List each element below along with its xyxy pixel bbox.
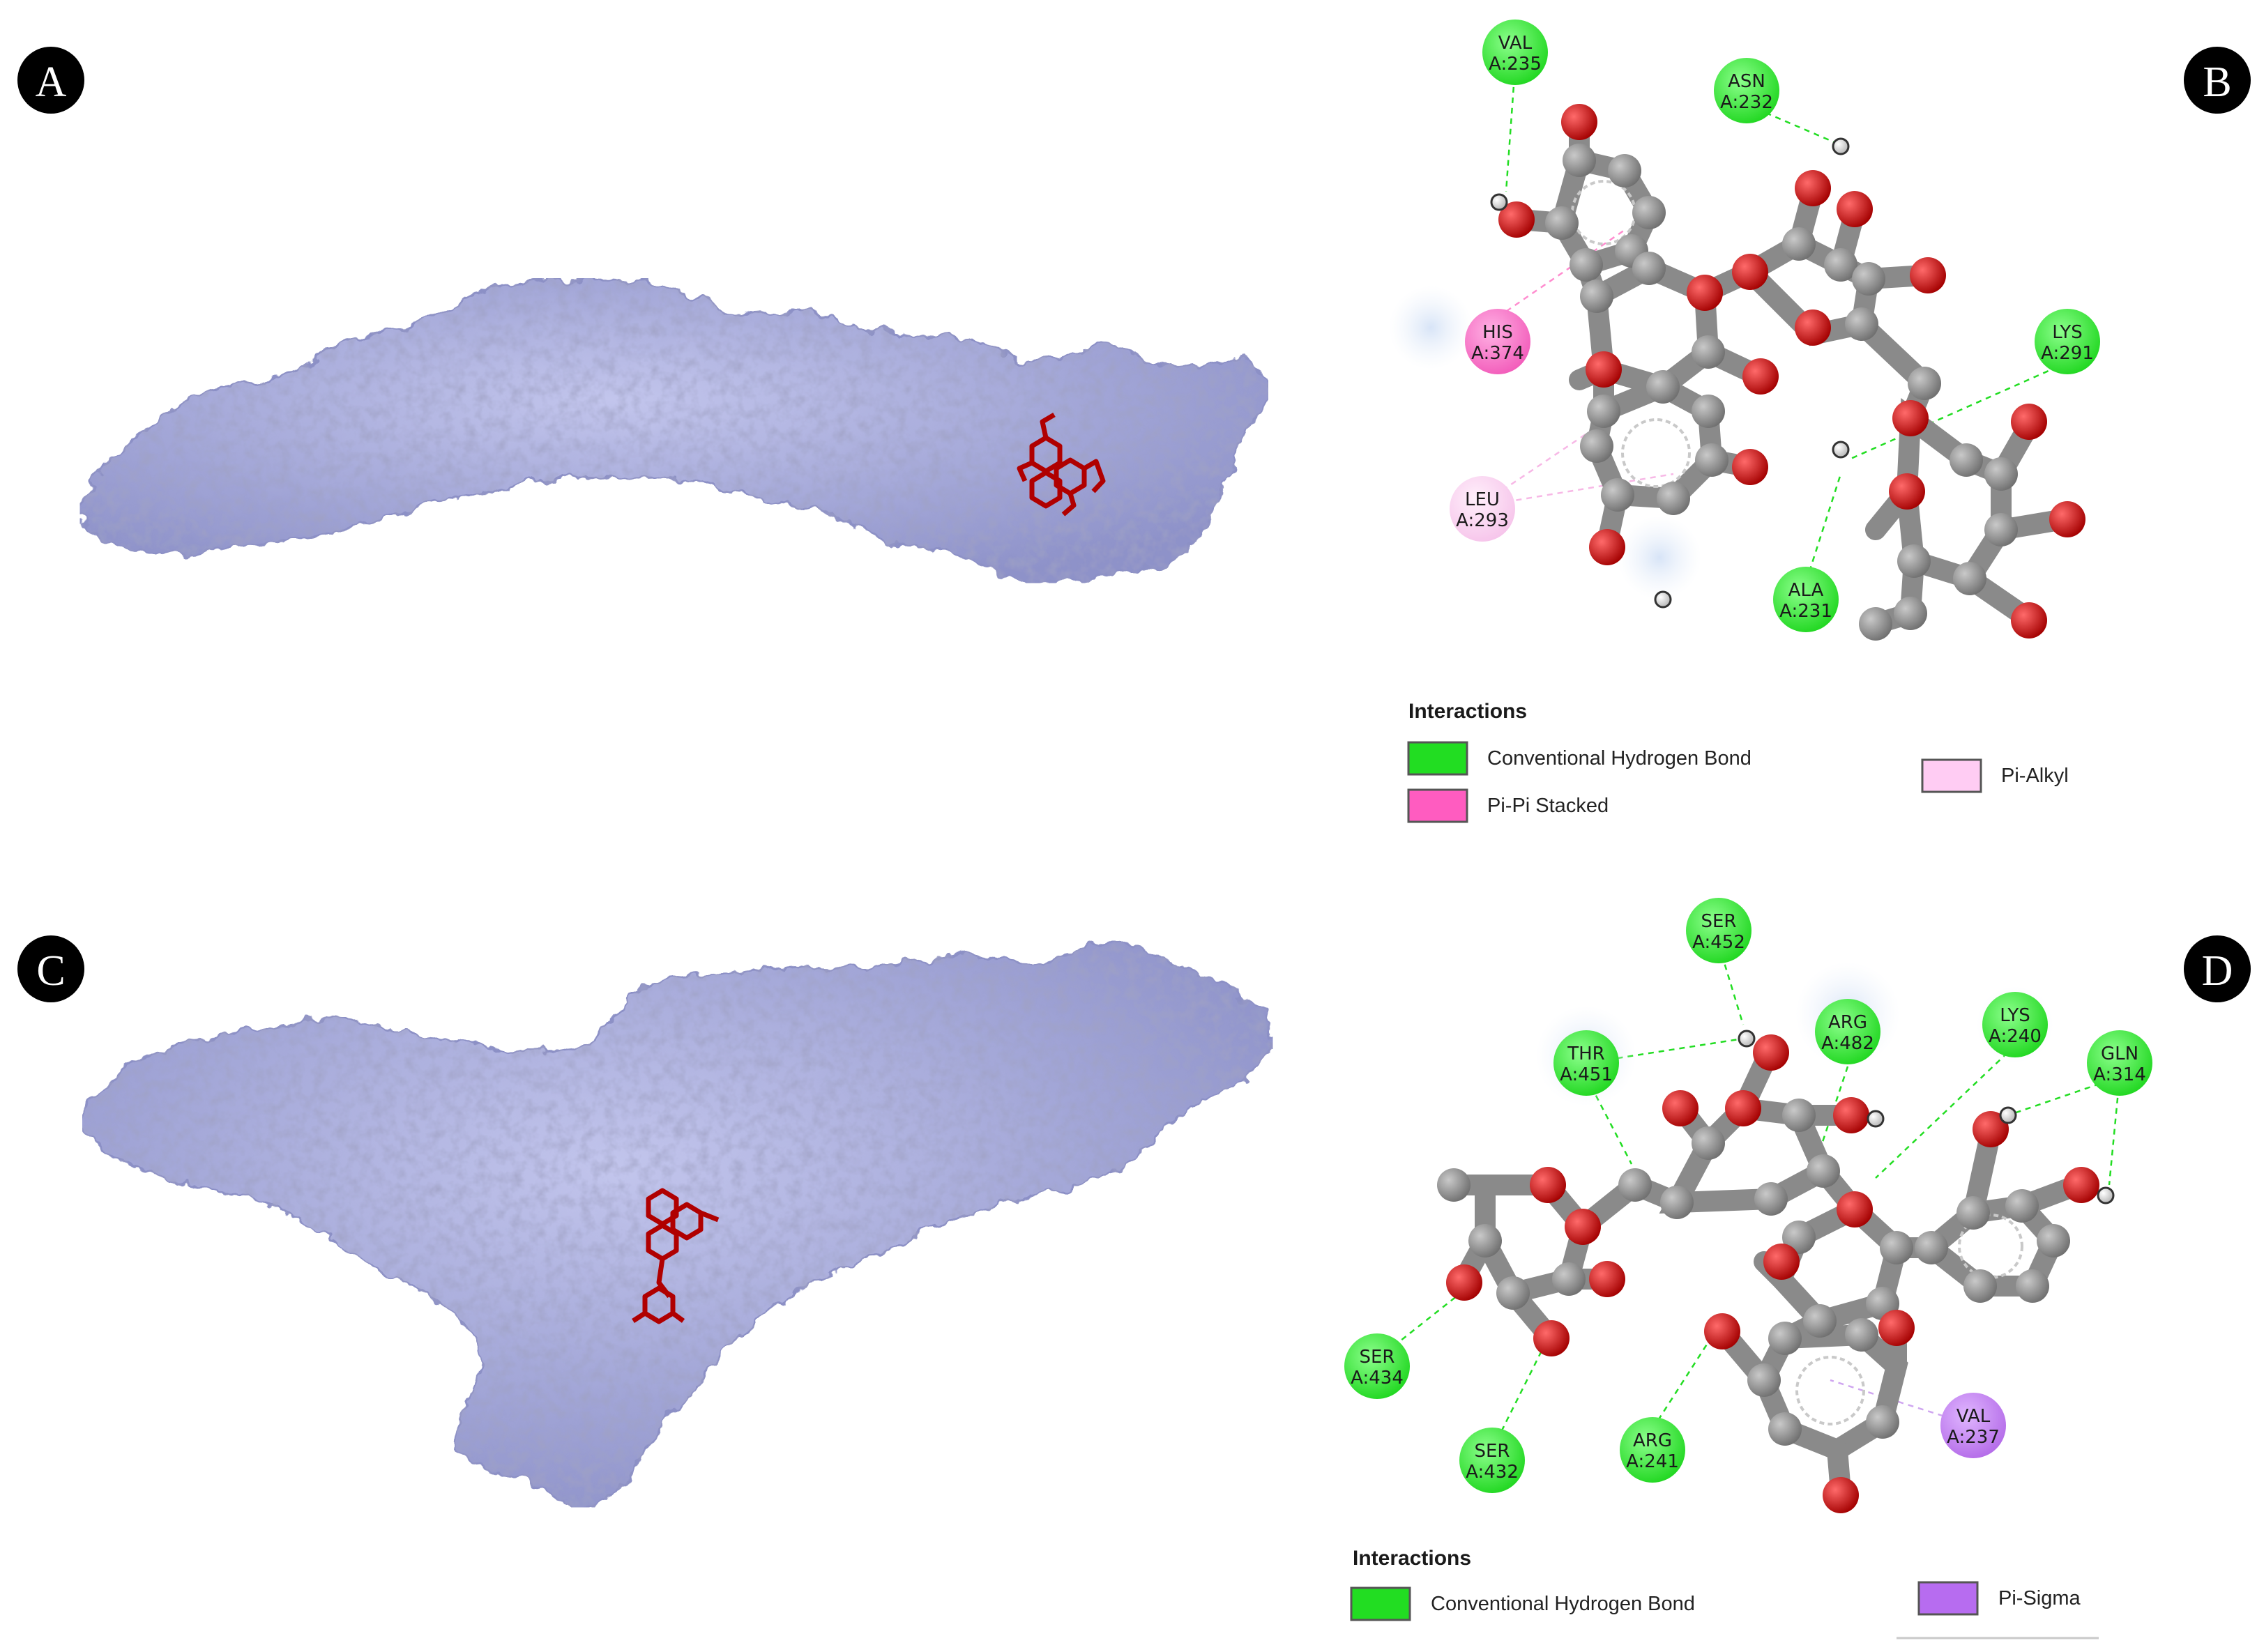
hydrogen-atoms-b: [1490, 137, 1850, 609]
svg-text:A:452: A:452: [1692, 932, 1745, 953]
svg-text:A:235: A:235: [1489, 54, 1542, 75]
residue-lys-240: LYS A:240: [1982, 992, 2048, 1057]
interaction-lines-b: [1484, 66, 2068, 572]
svg-text:Conventional Hydrogen Bond: Conventional Hydrogen Bond: [1431, 1593, 1695, 1615]
svg-text:A:451: A:451: [1560, 1064, 1613, 1085]
svg-text:A:314: A:314: [2093, 1064, 2146, 1085]
svg-text:A:232: A:232: [1720, 92, 1773, 113]
svg-text:A:241: A:241: [1626, 1451, 1679, 1472]
svg-text:B: B: [2203, 59, 2231, 106]
svg-text:LYS: LYS: [2000, 1005, 2030, 1026]
svg-text:A:434: A:434: [1351, 1368, 1404, 1389]
svg-text:SER: SER: [1360, 1347, 1395, 1368]
svg-text:ASN: ASN: [1728, 71, 1765, 92]
svg-text:HIS: HIS: [1482, 322, 1513, 343]
panel-letter-b: B: [2184, 47, 2251, 114]
residue-lys-291: LYS A:291: [2035, 309, 2100, 374]
residue-ser-452: SER A:452: [1686, 898, 1751, 963]
residue-gln-314: GLN A:314: [2087, 1030, 2152, 1096]
halo: [1389, 286, 1473, 369]
svg-text:GLN: GLN: [2101, 1043, 2138, 1064]
svg-text:ARG: ARG: [1828, 1012, 1867, 1033]
residue-ser-432: SER A:432: [1459, 1428, 1525, 1493]
residue-asn-232: ASN A:232: [1714, 58, 1779, 123]
protein-surface-c: [81, 940, 1274, 1508]
residue-his-374: HIS A:374: [1465, 309, 1530, 374]
residue-ala-231: ALA A:231: [1773, 567, 1839, 632]
svg-text:LEU: LEU: [1465, 489, 1500, 510]
svg-text:A:374: A:374: [1471, 343, 1524, 364]
svg-text:ALA: ALA: [1788, 580, 1824, 601]
svg-text:Pi-Alkyl: Pi-Alkyl: [2001, 765, 2069, 787]
svg-text:A:293: A:293: [1456, 510, 1509, 531]
panel-letter-d: D: [2184, 935, 2251, 1002]
svg-text:Conventional Hydrogen Bond: Conventional Hydrogen Bond: [1487, 747, 1751, 770]
svg-text:SER: SER: [1701, 911, 1737, 932]
residue-val-235: VAL A:235: [1482, 20, 1548, 85]
legend-b: Interactions Conventional Hydrogen Bond …: [1407, 700, 2069, 823]
svg-text:LYS: LYS: [2052, 322, 2082, 343]
legend-d: Interactions Conventional Hydrogen Bond …: [1350, 1547, 2099, 1639]
svg-text:D: D: [2202, 947, 2233, 995]
svg-text:ARG: ARG: [1633, 1430, 1672, 1451]
bound-ligand-c: [632, 1188, 720, 1324]
protein-surface-a: [79, 277, 1269, 584]
svg-text:A:291: A:291: [2041, 343, 2094, 364]
residue-val-237: VAL A:237: [1940, 1393, 2006, 1458]
carbon-atoms-d: [1437, 1099, 2070, 1446]
residue-arg-482: ARG A:482: [1815, 999, 1880, 1064]
legend-item-hbond: Conventional Hydrogen Bond: [1407, 741, 1751, 776]
svg-text:C: C: [36, 947, 65, 995]
panel-b: B: [1389, 20, 2251, 823]
panel-d: D: [1344, 898, 2251, 1639]
legend-item-pi-alkyl: Pi-Alkyl: [1921, 758, 2069, 793]
hydrogen-atoms-d: [1738, 1030, 2115, 1204]
svg-text:A:432: A:432: [1466, 1462, 1519, 1483]
svg-text:VAL: VAL: [1498, 33, 1533, 54]
panel-letter-a: A: [17, 47, 84, 114]
svg-text:A:482: A:482: [1821, 1033, 1874, 1054]
residue-arg-241: ARG A:241: [1620, 1417, 1685, 1483]
svg-text:Pi-Sigma: Pi-Sigma: [1998, 1587, 2081, 1609]
residue-leu-293: LEU A:293: [1450, 476, 1515, 542]
legend-item-hbond: Conventional Hydrogen Bond: [1350, 1586, 1695, 1621]
legend-item-pi-sigma: Pi-Sigma: [1917, 1581, 2081, 1616]
legend-title: Interactions: [1408, 700, 1527, 723]
svg-text:THR: THR: [1567, 1043, 1605, 1064]
residue-thr-451: THR A:451: [1553, 1030, 1619, 1096]
halo: [1618, 516, 1701, 599]
legend-item-pi-pi-stacked: Pi-Pi Stacked: [1407, 788, 1609, 823]
panel-a: A: [17, 47, 1269, 584]
svg-text:A:240: A:240: [1989, 1026, 2042, 1047]
bound-ligand-a: [1017, 412, 1106, 517]
svg-text:SER: SER: [1475, 1441, 1510, 1462]
carbon-atoms-b: [1545, 144, 2018, 641]
svg-text:A:237: A:237: [1947, 1427, 2000, 1448]
panel-letter-c: C: [17, 935, 84, 1002]
oxygen-atoms-d: [1446, 1034, 2099, 1513]
panel-c: C: [17, 935, 1274, 1508]
svg-text:Pi-Pi Stacked: Pi-Pi Stacked: [1487, 795, 1609, 817]
svg-text:VAL: VAL: [1956, 1406, 1991, 1427]
svg-text:A: A: [36, 59, 67, 106]
legend-title: Interactions: [1353, 1547, 1471, 1570]
aromatic-rings-d: [1795, 1214, 2023, 1425]
svg-text:A:231: A:231: [1779, 601, 1832, 622]
residue-ser-434: SER A:434: [1344, 1333, 1410, 1399]
oxygen-atoms-b: [1498, 104, 2085, 638]
